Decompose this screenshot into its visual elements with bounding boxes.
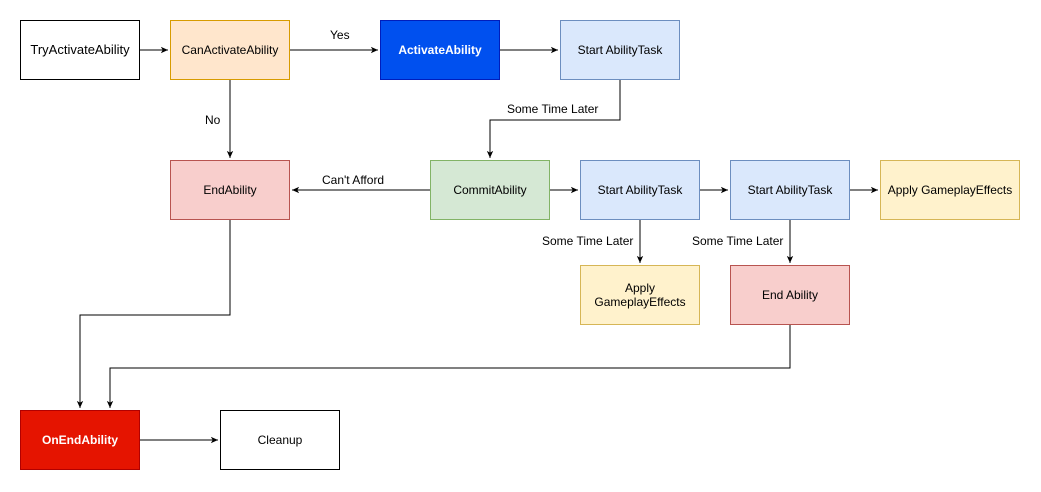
- edge-endability2-to-onend: [106, 325, 791, 408]
- edge-task1-to-commit: [486, 80, 621, 158]
- node-end-ability[interactable]: EndAbility: [170, 160, 290, 220]
- node-commit-ability[interactable]: CommitAbility: [430, 160, 550, 220]
- node-start-ability-task-3[interactable]: Start AbilityTask: [730, 160, 850, 220]
- edge-label-no: No: [205, 113, 221, 127]
- edge-label-some-time-later-1: Some Time Later: [507, 102, 599, 116]
- node-end-ability-2[interactable]: End Ability: [730, 265, 850, 325]
- node-start-ability-task-1[interactable]: Start AbilityTask: [560, 20, 680, 80]
- node-start-ability-task-2[interactable]: Start AbilityTask: [580, 160, 700, 220]
- node-apply-gameplay-effects-1[interactable]: Apply GameplayEffects: [880, 160, 1020, 220]
- edge-endability-to-onend: [76, 220, 231, 408]
- edge-label-some-time-later-2: Some Time Later: [542, 234, 634, 248]
- node-on-end-ability[interactable]: OnEndAbility: [20, 410, 140, 470]
- node-can-activate-ability[interactable]: CanActivateAbility: [170, 20, 290, 80]
- node-activate-ability[interactable]: ActivateAbility: [380, 20, 500, 80]
- edge-label-some-time-later-3: Some Time Later: [692, 234, 784, 248]
- edge-label-yes: Yes: [330, 28, 350, 42]
- node-cleanup[interactable]: Cleanup: [220, 410, 340, 470]
- edge-label-cant-afford: Can't Afford: [322, 173, 385, 187]
- node-apply-gameplay-effects-2[interactable]: Apply GameplayEffects: [580, 265, 700, 325]
- node-try-activate-ability[interactable]: TryActivateAbility: [20, 20, 140, 80]
